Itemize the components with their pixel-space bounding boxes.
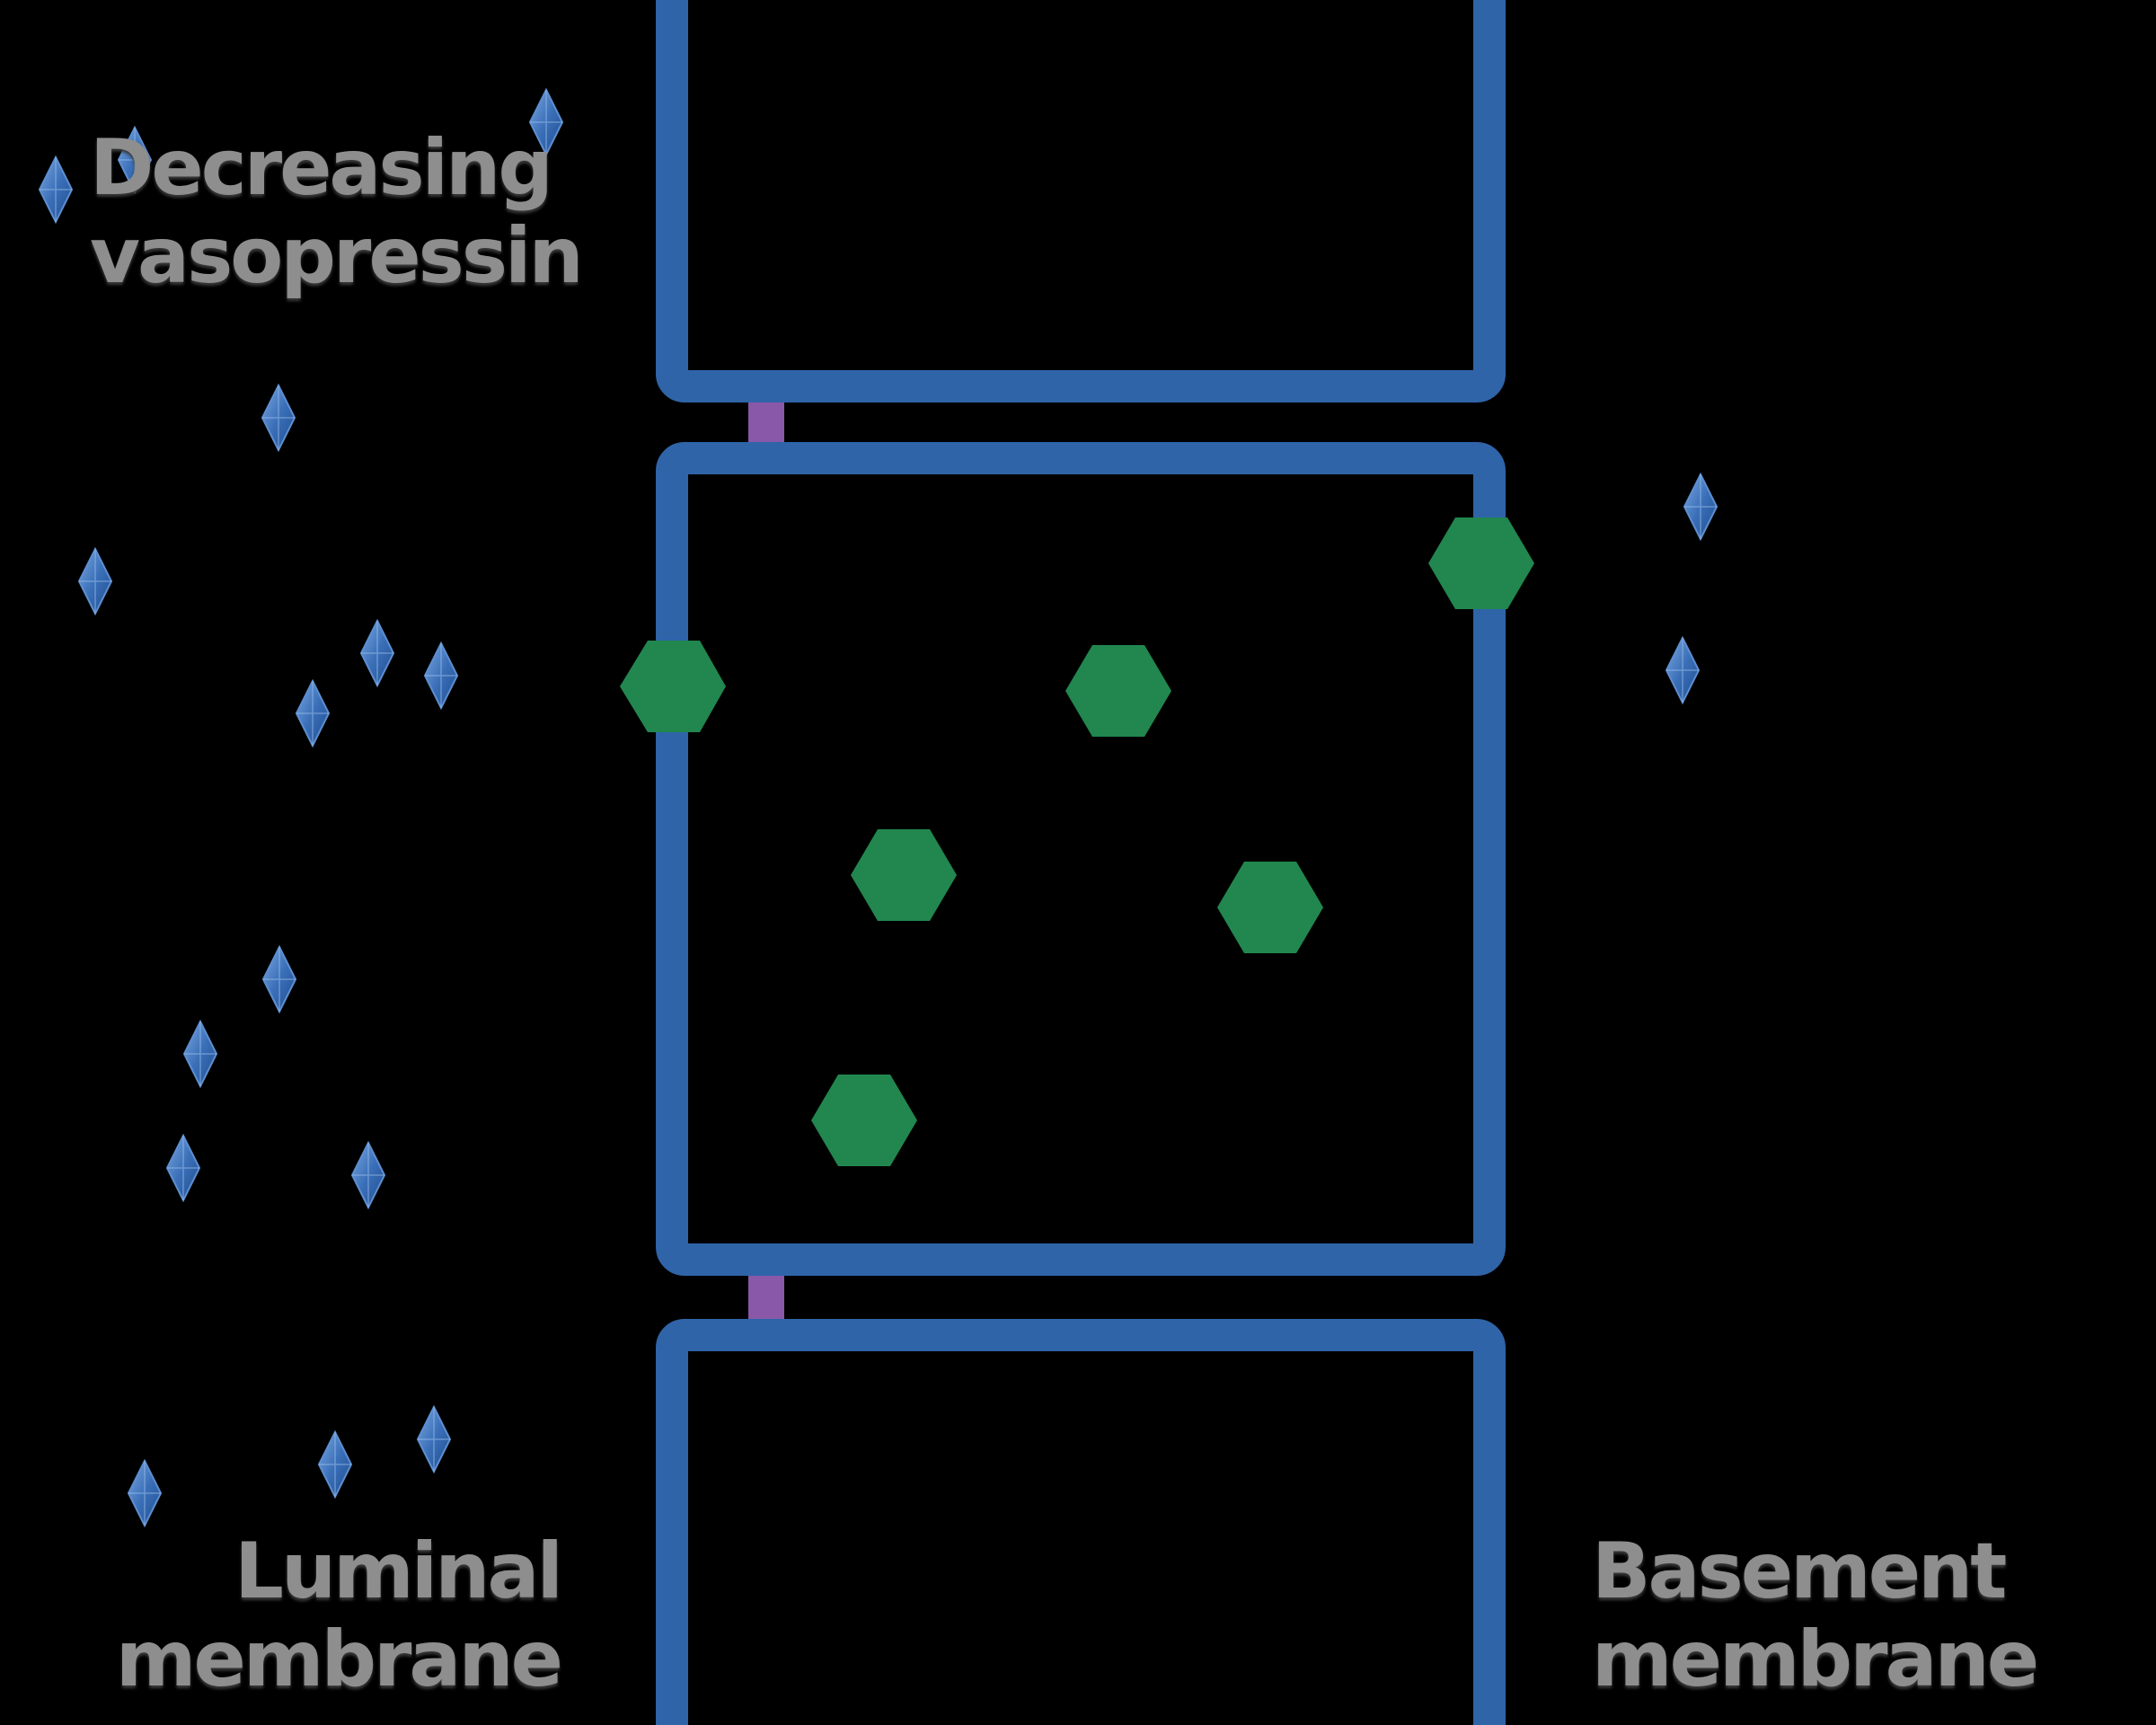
vasopressin-molecule (1683, 473, 1718, 540)
luminal-membrane-label: Luminal membrane (115, 1526, 563, 1704)
vasopressin-molecule (166, 1135, 200, 1201)
tight-junction-upper (748, 402, 784, 442)
vasopressin-molecule (360, 620, 394, 686)
vasopressin-molecule (128, 1460, 162, 1526)
lower-cell (656, 1319, 1506, 1725)
label-line: membrane (1592, 1614, 2039, 1704)
vasopressin-molecule (78, 548, 112, 615)
vasopressin-molecule (296, 680, 330, 747)
vasopressin-molecule (351, 1142, 385, 1208)
tight-junction-lower (748, 1276, 784, 1319)
vasopressin-molecule (424, 642, 458, 709)
aquaporin-hexagon (851, 829, 957, 921)
vasopressin-molecule (417, 1406, 451, 1473)
vasopressin-molecule (1666, 637, 1700, 703)
vasopressin-molecule (261, 385, 296, 451)
aquaporin-hexagon (1065, 645, 1171, 737)
vasopressin-molecule (262, 946, 296, 1013)
vasopressin-molecule (39, 156, 73, 223)
vasopressin-molecule (318, 1431, 352, 1498)
aquaporin-hexagon (811, 1075, 917, 1166)
label-line: Luminal (234, 1526, 563, 1616)
middle-cell (656, 442, 1506, 1276)
label-line: Basement (1592, 1526, 2007, 1616)
basement-membrane-label: Basement membrane (1592, 1526, 2039, 1704)
vasopressin-molecule (183, 1021, 217, 1087)
aquaporin-hexagon-luminal (620, 641, 726, 732)
decreasing-vasopressin-label: Decreasing vasopressin (90, 123, 584, 301)
aquaporin-hexagon-basement (1428, 518, 1534, 609)
label-line: membrane (115, 1614, 563, 1704)
label-line: vasopressin (90, 211, 584, 301)
label-line: Decreasing (90, 123, 553, 213)
aquaporin-hexagon (1217, 862, 1323, 953)
upper-cell (656, 0, 1506, 402)
